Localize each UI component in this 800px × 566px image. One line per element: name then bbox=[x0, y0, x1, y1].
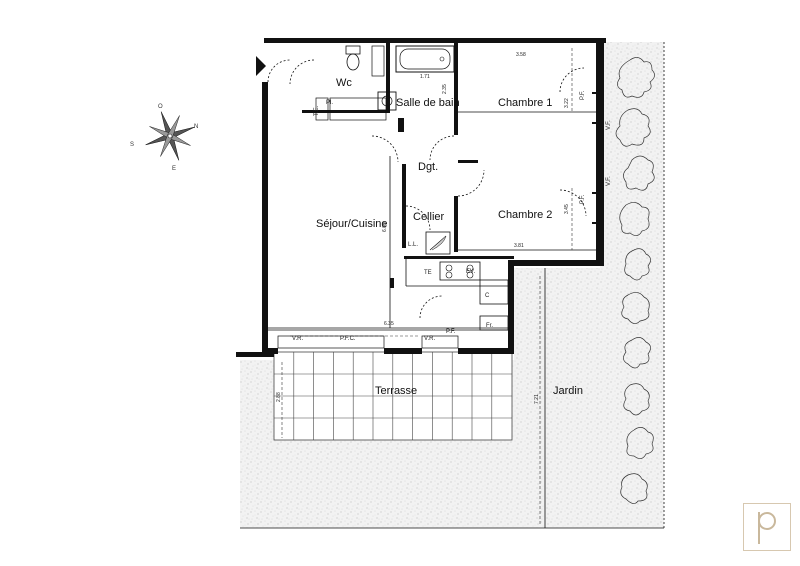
dimension-3-58: 3.58 bbox=[516, 52, 526, 58]
kitchen-cooktop bbox=[439, 261, 481, 281]
room-chambre1-label: Chambre 1 bbox=[498, 97, 552, 109]
dimension-3-81: 3.81 bbox=[514, 243, 524, 249]
window-pf2-label: P.F. bbox=[580, 90, 586, 100]
terrace-tiles bbox=[273, 351, 513, 441]
window-vr2-label: V.R. bbox=[424, 336, 435, 342]
compass-o-label: O bbox=[158, 104, 163, 110]
east-windows bbox=[592, 92, 604, 224]
window-vf2-label: V.F. bbox=[606, 176, 612, 186]
fixture-ll-label: L.L. bbox=[408, 242, 418, 248]
logo-p-stem bbox=[758, 512, 760, 544]
dimension-7-21: 7.21 bbox=[534, 394, 540, 404]
fixture-te2-label: TE bbox=[424, 270, 432, 276]
exterior-walls bbox=[236, 38, 606, 357]
water-heater-box bbox=[425, 231, 451, 255]
fixture-te-label: T.E. bbox=[314, 105, 320, 116]
compass-s-label: S bbox=[130, 142, 134, 148]
thin-lines bbox=[268, 111, 598, 331]
room-cellier-label: Cellier bbox=[413, 211, 445, 223]
fixture-fr-label: Fr. bbox=[486, 323, 493, 329]
room-sejour-label: Séjour/Cuisine bbox=[316, 218, 388, 230]
window-vf1-label: V.F. bbox=[606, 120, 612, 130]
logo-p-bowl bbox=[758, 512, 776, 530]
window-pf1-label: P.F. bbox=[446, 329, 456, 335]
room-jardin-label: Jardin bbox=[553, 385, 583, 397]
compass-rose-icon bbox=[145, 111, 195, 161]
wash-basin bbox=[377, 91, 397, 111]
compass-n-label: N bbox=[194, 124, 198, 130]
door-swings bbox=[267, 59, 587, 319]
dimension-3-22: 3.22 bbox=[564, 98, 570, 108]
hedge-shrubs bbox=[615, 57, 655, 504]
fixture-c-label: C bbox=[485, 293, 490, 299]
dimension-6-35: 6.35 bbox=[384, 321, 394, 327]
fixture-ev-label: EV. bbox=[466, 269, 475, 275]
room-degagement-label: Dgt. bbox=[418, 161, 438, 173]
window-vr1-label: V.R. bbox=[292, 336, 303, 342]
terrace-window-bays bbox=[277, 335, 459, 349]
brand-logo bbox=[743, 503, 791, 551]
room-salle-de-bain-label: Salle de bain bbox=[396, 97, 460, 109]
room-terrasse-label: Terrasse bbox=[375, 385, 417, 397]
compass-e-label: E bbox=[172, 166, 176, 172]
interior-walls bbox=[302, 43, 514, 288]
dimension-2-35: 2.35 bbox=[442, 84, 448, 94]
dimension-3-45: 3.45 bbox=[564, 204, 570, 214]
wc-cabinet bbox=[315, 45, 387, 121]
dimension-6-09: 6.09 bbox=[382, 222, 388, 232]
room-wc-label: Wc bbox=[336, 77, 352, 89]
fixture-pl-label: Pl. bbox=[326, 100, 333, 106]
kitchen-fridge bbox=[479, 279, 509, 331]
entrance-arrow-icon bbox=[256, 56, 266, 76]
toilet bbox=[345, 45, 361, 71]
dimension-1-71: 1.71 bbox=[420, 74, 430, 80]
bathtub bbox=[395, 45, 455, 73]
window-pfc-label: P.F.C. bbox=[340, 336, 356, 342]
room-chambre2-label: Chambre 2 bbox=[498, 209, 552, 221]
dimension-2-88: 2.88 bbox=[276, 392, 282, 402]
window-pf3-label: P.F. bbox=[580, 194, 586, 204]
